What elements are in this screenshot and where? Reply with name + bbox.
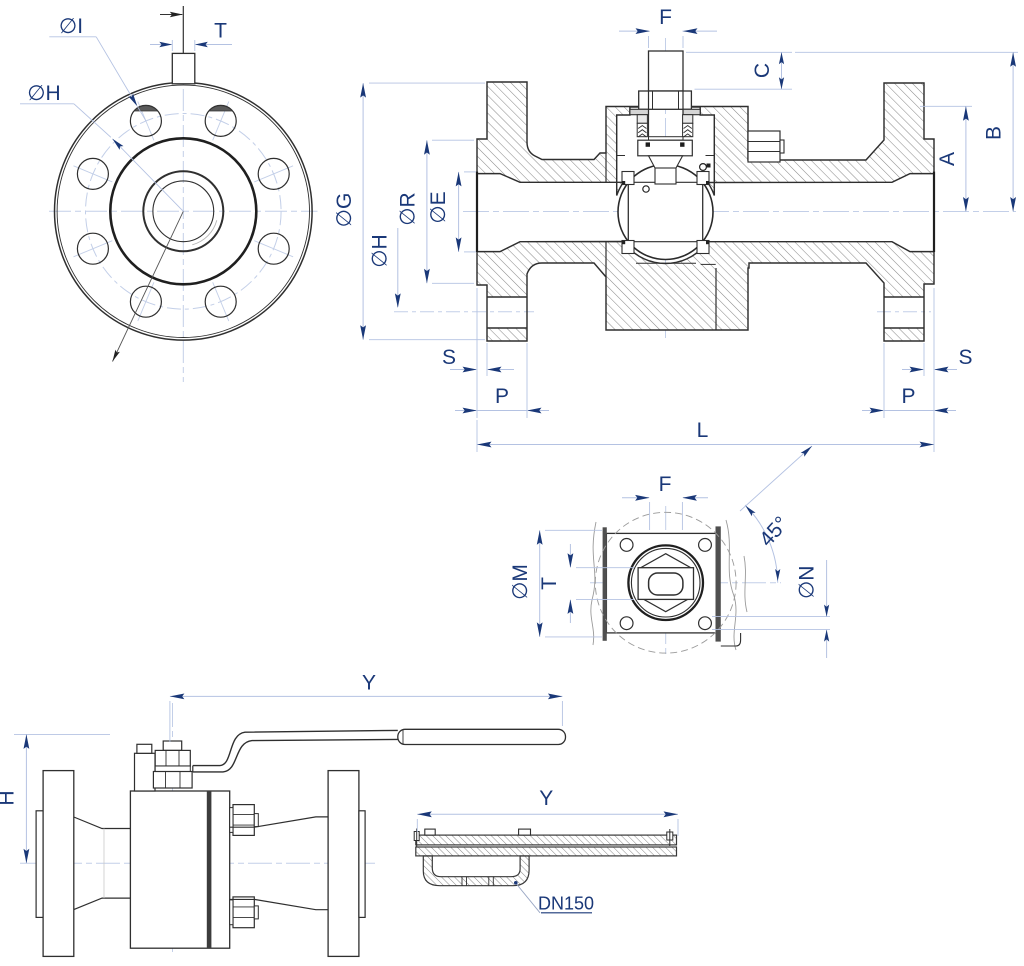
svg-text:P: P — [495, 385, 509, 408]
svg-text:T: T — [214, 20, 227, 43]
svg-text:F: F — [659, 6, 672, 29]
svg-text:H: H — [0, 790, 19, 805]
svg-text:∅M: ∅M — [509, 564, 532, 600]
svg-text:P: P — [901, 385, 915, 408]
svg-text:L: L — [697, 419, 709, 442]
svg-text:∅G: ∅G — [333, 193, 356, 228]
svg-text:Y: Y — [539, 787, 553, 810]
svg-text:S: S — [958, 346, 972, 369]
svg-text:∅H: ∅H — [27, 82, 60, 105]
svg-text:C: C — [751, 63, 774, 78]
svg-text:∅N: ∅N — [796, 566, 819, 599]
svg-text:∅E: ∅E — [427, 191, 450, 223]
svg-text:∅H: ∅H — [369, 234, 392, 267]
svg-text:T: T — [538, 577, 561, 590]
svg-text:F: F — [659, 473, 672, 496]
svg-text:B: B — [983, 126, 1006, 140]
svg-text:∅I: ∅I — [59, 15, 83, 38]
svg-text:A: A — [936, 152, 959, 166]
svg-text:S: S — [442, 346, 456, 369]
svg-text:DN150: DN150 — [538, 894, 594, 914]
svg-text:Y: Y — [362, 672, 376, 695]
svg-text:∅R: ∅R — [397, 192, 420, 225]
